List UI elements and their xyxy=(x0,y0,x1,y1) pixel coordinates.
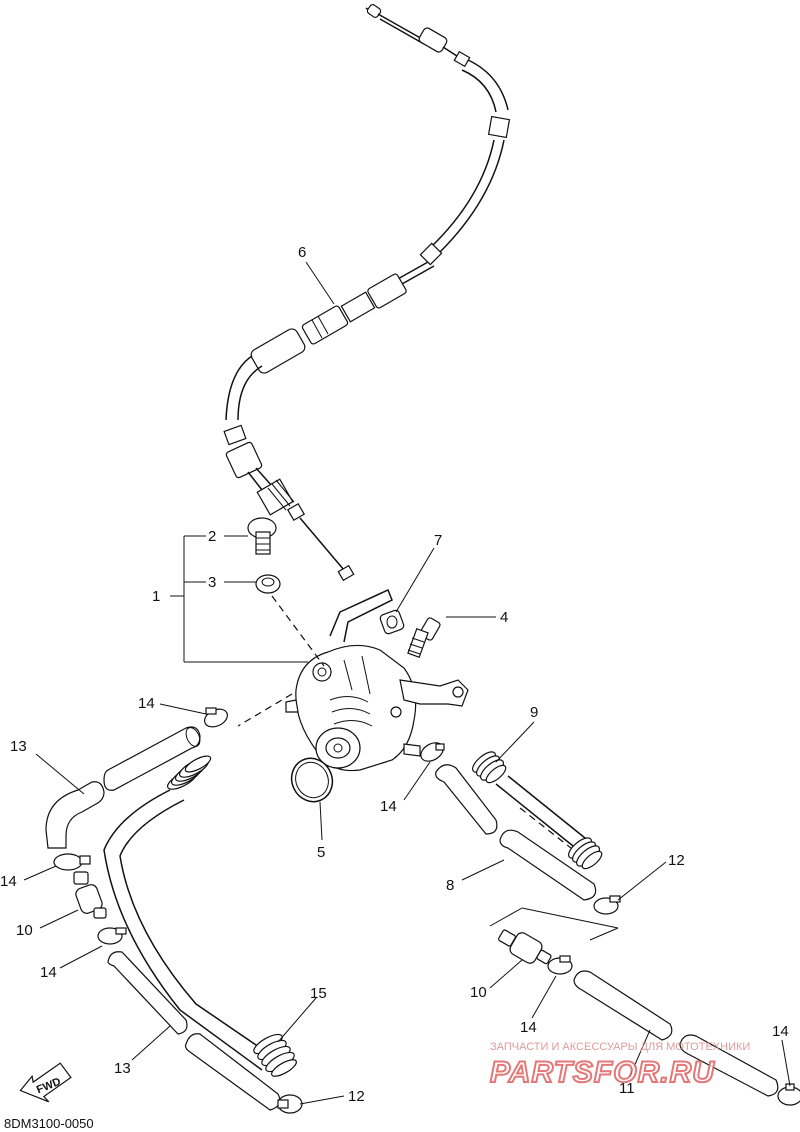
callout-9: 9 xyxy=(530,704,538,721)
callout-8: 8 xyxy=(446,877,454,894)
callout-10-left: 10 xyxy=(16,922,33,939)
callout-13-lower: 13 xyxy=(114,1060,131,1077)
callout-14-right: 14 xyxy=(520,1019,537,1036)
callout-labels: 1 2 3 4 5 6 7 8 9 10 10 11 12 12 13 13 1… xyxy=(0,244,789,1105)
callout-2: 2 xyxy=(208,528,216,545)
cable-nut xyxy=(379,609,405,635)
oil-pump-body xyxy=(285,588,469,772)
o-ring xyxy=(290,757,334,803)
callout-1: 1 xyxy=(152,588,160,605)
left-hose-group xyxy=(45,707,303,1114)
bolt xyxy=(407,617,441,659)
callout-3: 3 xyxy=(208,574,216,591)
watermark-subtitle: ЗАПЧАСТИ И АКСЕССУАРЫ ДЛЯ МОТОТЕХНИКИ xyxy=(490,1041,750,1053)
callout-4: 4 xyxy=(500,609,508,626)
leader-lines xyxy=(23,703,791,1105)
fwd-arrow-icon: FWD xyxy=(19,1062,72,1103)
callout-14-mid: 14 xyxy=(380,798,397,815)
watermark-logo: ЗАПЧАСТИ И АКСЕССУАРЫ ДЛЯ МОТОТЕХНИКИ PA… xyxy=(489,1041,750,1090)
callout-12-bottom: 12 xyxy=(348,1088,365,1105)
callout-6: 6 xyxy=(298,244,306,261)
callout-5: 5 xyxy=(317,844,325,861)
callout-bracket xyxy=(170,535,308,663)
cable-assembly xyxy=(223,4,511,582)
callout-14-left-a: 14 xyxy=(0,873,17,890)
callout-7: 7 xyxy=(434,532,442,549)
watermark-title: PARTSFOR.RU xyxy=(490,1056,715,1089)
banjo-bolt xyxy=(247,517,277,555)
right-hose-group xyxy=(420,742,800,1106)
callout-10-right: 10 xyxy=(470,984,487,1001)
callout-14-left-b: 14 xyxy=(40,964,57,981)
callout-14-top: 14 xyxy=(138,695,155,712)
callout-11: 11 xyxy=(619,1080,635,1097)
callout-12-right: 12 xyxy=(668,852,685,869)
callout-13-upper: 13 xyxy=(10,738,27,755)
callout-15: 15 xyxy=(310,985,327,1002)
washer xyxy=(255,574,281,594)
callout-14-far-right: 14 xyxy=(772,1023,789,1040)
part-code: 8DM3100-0050 xyxy=(4,1116,94,1131)
